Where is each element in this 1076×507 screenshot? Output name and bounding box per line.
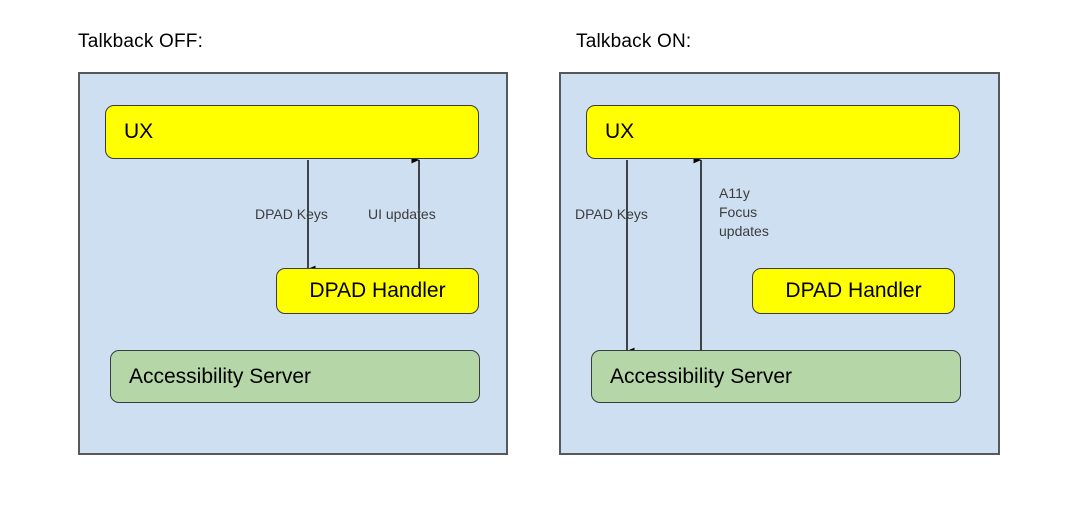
panel-talkback-on: UX DPAD Keys A11y Focus updates DPAD Han… [559,72,1000,455]
edge-label-ui-updates: UI updates [368,206,436,222]
edge-label-dpad-keys: DPAD Keys [575,206,648,222]
node-dpad-handler[interactable]: DPAD Handler [276,268,479,314]
node-accessibility-server-label: Accessibility Server [129,364,312,388]
edge-label-a11y-focus-updates: A11y Focus updates [719,185,769,239]
panel-talkback-off: UX DPAD Keys UI updates DPAD Handler Acc… [78,72,508,455]
node-ux-label: UX [124,120,154,143]
edge-label-dpad-keys: DPAD Keys [255,206,328,222]
node-accessibility-server[interactable]: Accessibility Server [591,350,961,403]
node-ux[interactable]: UX [105,105,479,159]
panel-title-talkback-off: Talkback OFF: [78,31,204,52]
node-accessibility-server[interactable]: Accessibility Server [110,350,480,403]
node-dpad-handler-label: DPAD Handler [309,279,446,302]
node-dpad-handler[interactable]: DPAD Handler [752,268,955,314]
node-dpad-handler-label: DPAD Handler [785,279,922,302]
node-accessibility-server-label: Accessibility Server [610,364,793,388]
node-ux[interactable]: UX [586,105,960,159]
node-ux-label: UX [605,120,635,143]
panel-title-talkback-on: Talkback ON: [576,31,692,52]
